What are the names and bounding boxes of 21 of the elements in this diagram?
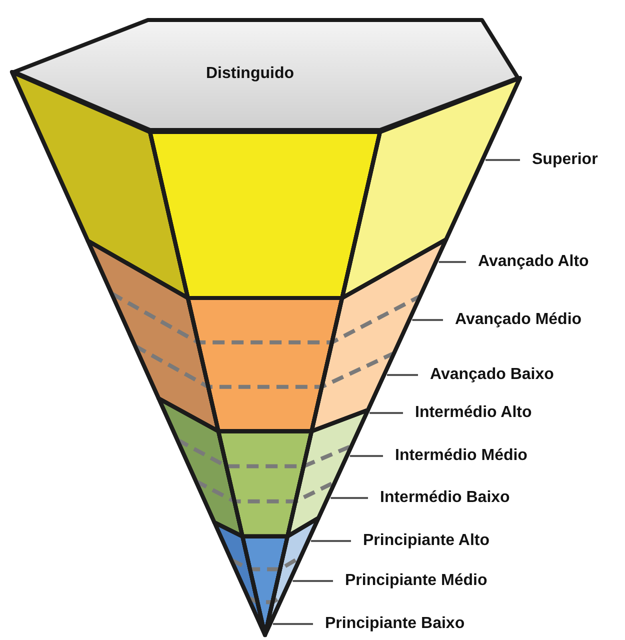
leader-line: [311, 540, 351, 542]
leader-line: [273, 623, 313, 625]
level-label: Principiante Baixo: [325, 614, 465, 634]
leader-line: [486, 159, 520, 161]
leader-line: [387, 374, 418, 376]
level-label: Intermédio Alto: [415, 403, 532, 423]
level-label: Distinguido: [206, 64, 294, 84]
level-label: Intermédio Médio: [395, 446, 528, 466]
level-label: Principiante Médio: [345, 571, 488, 591]
level-label: Principiante Alto: [363, 531, 490, 551]
leader-line: [438, 261, 466, 263]
level-label: Avançado Alto: [478, 252, 589, 272]
leader-line: [292, 580, 333, 582]
leader-line: [330, 497, 368, 499]
level-label: Avançado Médio: [455, 310, 582, 330]
level-label: Avançado Baixo: [430, 365, 554, 385]
leader-line: [412, 319, 443, 321]
level-label: Superior: [532, 150, 598, 170]
level-label: Intermédio Baixo: [380, 488, 510, 508]
leader-line: [370, 412, 403, 414]
leader-line: [350, 455, 383, 457]
